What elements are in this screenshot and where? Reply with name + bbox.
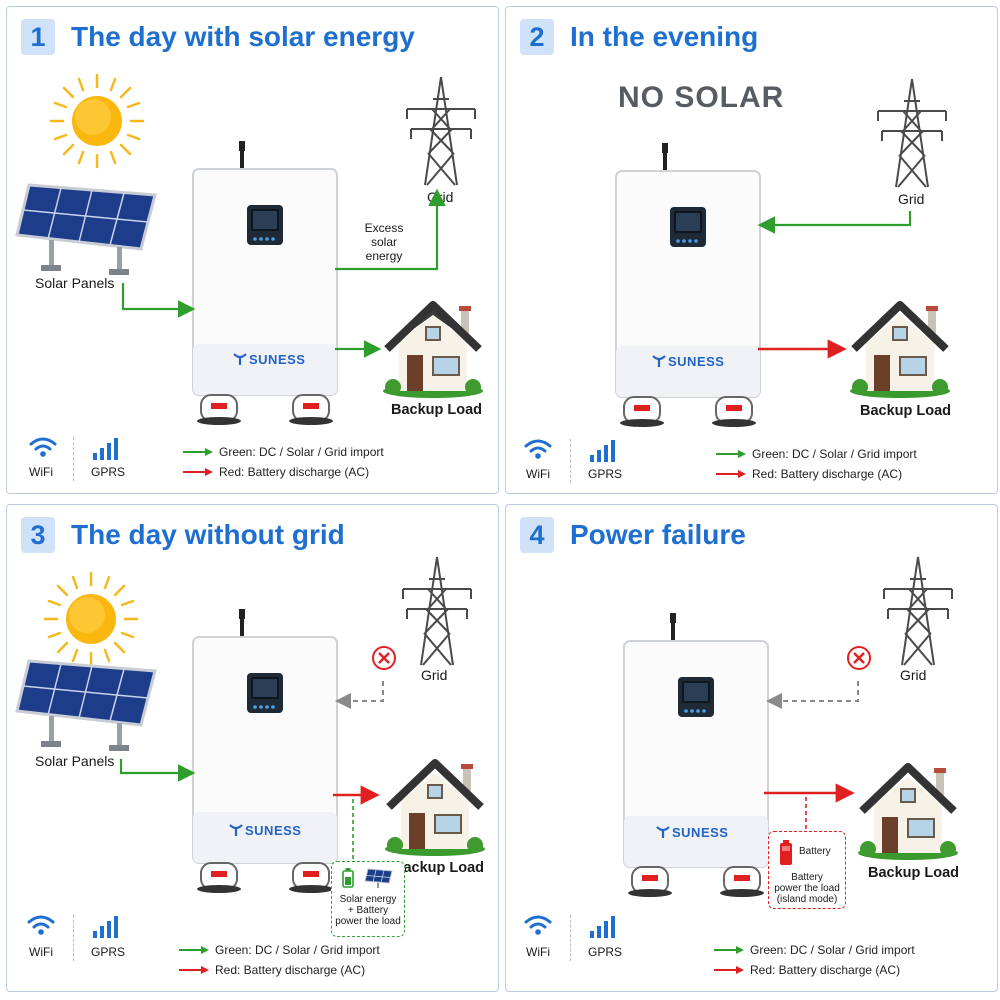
- gprs-signal-icon: [93, 438, 118, 460]
- grid-offline-x-icon: [847, 646, 871, 670]
- inverter-battery-unit: [192, 141, 338, 425]
- power-flow-arrows: [757, 211, 912, 359]
- no-solar-label: NO SOLAR: [618, 81, 785, 114]
- brand-logo: SUNESS: [668, 354, 725, 369]
- brand-mark-icon: [656, 826, 670, 838]
- gprs-label: GPRS: [588, 945, 623, 959]
- house-icon: [385, 759, 485, 856]
- gprs-signal-icon: [590, 440, 615, 462]
- brand-logo: SUNESS: [249, 352, 306, 367]
- solar-panels-label: Solar Panels: [35, 275, 115, 291]
- brand-logo: SUNESS: [672, 825, 729, 840]
- gprs-label: GPRS: [588, 467, 623, 481]
- sun-icon: [43, 571, 139, 667]
- wifi-icon: [27, 915, 55, 935]
- panel-number: 1: [21, 19, 55, 55]
- grid-tower-icon: [883, 556, 953, 666]
- grid-label: Grid: [898, 191, 925, 207]
- backup-load-label: Backup Load: [868, 865, 960, 881]
- house-icon: [858, 763, 958, 860]
- separator: [570, 439, 571, 483]
- grid-tower-icon: [402, 556, 472, 666]
- separator: [73, 915, 74, 961]
- brand-mark-icon: [233, 353, 247, 365]
- battery-icon: [342, 868, 354, 888]
- panel-power-failure: 4 Power failure Grid SUNESS: [505, 504, 998, 992]
- panel-title: Power failure: [570, 519, 746, 550]
- legend-red: Red: Battery discharge (AC): [179, 963, 365, 977]
- panel-number: 4: [520, 517, 554, 553]
- legend-green: Green: DC / Solar / Grid import: [716, 447, 917, 461]
- panel-title: In the evening: [570, 21, 759, 52]
- power-flow-arrows: [121, 188, 446, 358]
- battery-icon: [780, 840, 792, 865]
- grid-label: Grid: [421, 667, 448, 683]
- panel-number: 3: [21, 517, 55, 553]
- panel-evening: 2 In the evening NO SOLAR Grid SUNESS: [505, 6, 998, 494]
- grid-offline-x-icon: [372, 646, 396, 670]
- wifi-label: WiFi: [526, 945, 550, 959]
- backup-load-label: Backup Load: [860, 403, 952, 419]
- backup-load-label: Backup Load: [391, 402, 483, 418]
- wifi-label: WiFi: [29, 465, 53, 479]
- legend-red: Red: Battery discharge (AC): [714, 963, 900, 977]
- brand-logo: SUNESS: [245, 823, 302, 838]
- gprs-label: GPRS: [91, 945, 126, 959]
- wifi-label: WiFi: [29, 945, 53, 959]
- power-flow-arrows: [764, 681, 859, 831]
- legend-red: Red: Battery discharge (AC): [716, 467, 902, 481]
- brand-mark-icon: [229, 824, 243, 836]
- mini-solar-panel-icon: [364, 868, 393, 888]
- wifi-icon: [524, 439, 552, 459]
- wifi-icon: [29, 437, 57, 457]
- legend-green: Green: DC / Solar / Grid import: [179, 943, 380, 957]
- grid-label: Grid: [900, 667, 927, 683]
- inverter-battery-unit: [623, 613, 769, 897]
- gprs-signal-icon: [590, 916, 615, 938]
- power-flow-arrows: [119, 681, 384, 867]
- inverter-battery-unit: [615, 143, 761, 427]
- brand-mark-icon: [652, 355, 666, 367]
- panel-number: 2: [520, 19, 554, 55]
- backup-load-label: Backup Load: [393, 860, 485, 876]
- legend-green: Green: DC / Solar / Grid import: [714, 943, 915, 957]
- separator: [570, 915, 571, 961]
- inverter-battery-unit: [192, 609, 338, 893]
- sun-icon: [49, 73, 145, 169]
- wifi-label: WiFi: [526, 467, 550, 481]
- separator: [73, 437, 74, 481]
- panel-day-with-solar: 1 The day with solar energy Solar Panels: [6, 6, 499, 494]
- panel-title: The day with solar energy: [71, 21, 415, 52]
- gprs-signal-icon: [93, 916, 118, 938]
- solar-panels-label: Solar Panels: [35, 753, 115, 769]
- grid-tower-icon: [406, 76, 476, 186]
- gprs-label: GPRS: [91, 465, 126, 479]
- house-icon: [383, 301, 483, 398]
- grid-tower-icon: [877, 78, 947, 188]
- battery-label: Battery: [799, 846, 831, 857]
- wifi-icon: [524, 915, 552, 935]
- panel-title: The day without grid: [71, 519, 345, 550]
- house-icon: [850, 301, 950, 398]
- solar-panel-icon: [15, 183, 157, 275]
- panel-day-without-grid: 3 The day without grid Solar Panels: [6, 504, 499, 992]
- legend-red: Red: Battery discharge (AC): [183, 465, 369, 479]
- legend-green: Green: DC / Solar / Grid import: [183, 445, 384, 459]
- solar-panel-icon: [15, 659, 157, 751]
